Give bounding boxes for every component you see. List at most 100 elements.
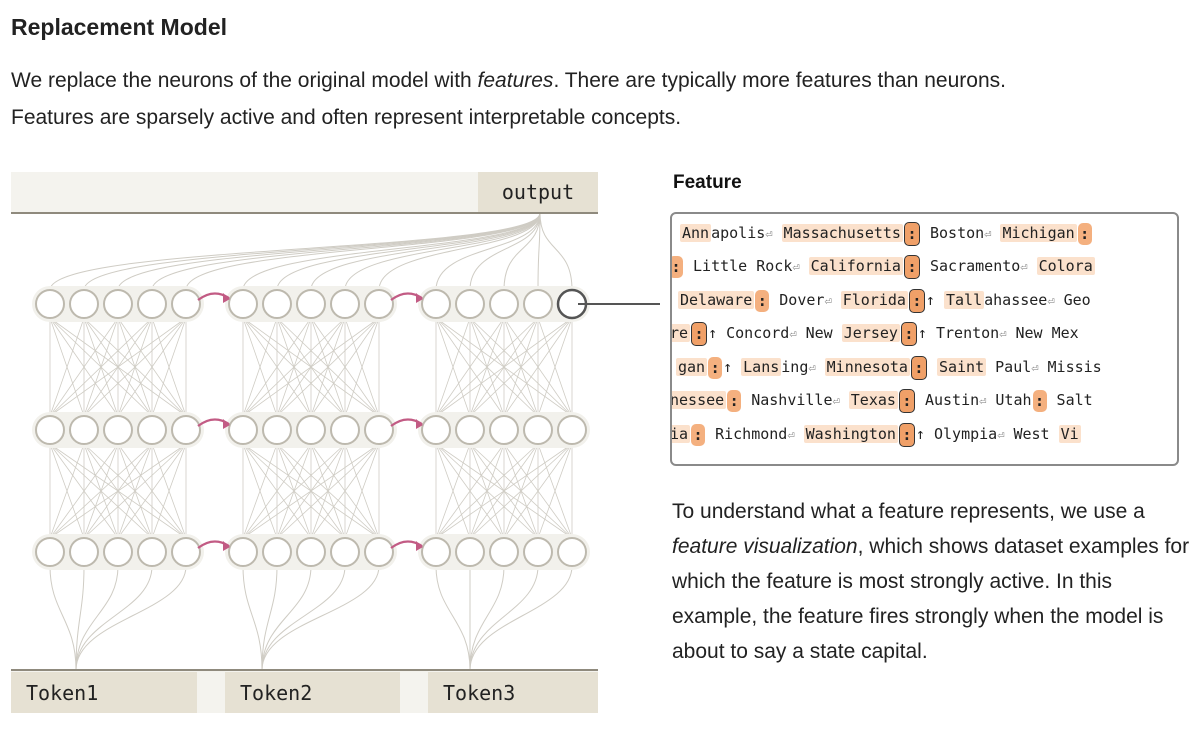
description-paragraph: To understand what a feature represents,… <box>672 494 1192 669</box>
layer-connection <box>276 317 380 417</box>
section-title: Replacement Model <box>11 14 227 40</box>
token-text: New Mex <box>1006 324 1079 342</box>
token-label-1: Token1 <box>26 681 98 705</box>
feature-node <box>523 537 553 567</box>
layer-connection <box>242 443 346 539</box>
layer-arrows <box>197 292 423 551</box>
token-connection <box>242 565 263 671</box>
activation-marker: : <box>898 422 915 447</box>
layer-connection <box>344 317 380 417</box>
feature-node <box>330 415 360 445</box>
return-icon: ⏎ <box>1031 361 1039 375</box>
token-text: Utah <box>986 391 1032 409</box>
highlighted-token: Vi <box>1058 425 1081 443</box>
feature-example-row: nessee: Nashville⏎ Texas: Austin⏎ Utah: … <box>670 384 1093 416</box>
output-connection <box>503 212 541 291</box>
feature-node <box>296 289 326 319</box>
token-box-1 <box>11 672 197 713</box>
highlighted-token: Ann <box>680 224 712 242</box>
feature-node <box>69 537 99 567</box>
token-connection <box>49 565 77 671</box>
layer-connection <box>242 317 312 417</box>
token-box-2 <box>225 672 400 713</box>
highlighted-token: nessee <box>670 391 727 409</box>
token-text: Sacramento <box>920 257 1021 275</box>
activation-marker: : <box>1032 389 1047 412</box>
feature-node <box>103 289 133 319</box>
token-text: Salt <box>1047 391 1093 409</box>
layer-connection <box>469 317 573 417</box>
return-icon: ⏎ <box>999 327 1007 341</box>
feature-node <box>330 537 360 567</box>
arrow-head <box>416 293 423 303</box>
output-label: output <box>502 180 574 204</box>
feature-node <box>228 415 258 445</box>
output-connection <box>469 212 541 291</box>
highlighted-token: Washington <box>803 425 898 443</box>
replacement-model-diagram: output Token1 Token2 Token3 <box>11 172 660 713</box>
layer-connection <box>83 443 187 539</box>
highlighted-token: Michigan <box>1000 224 1077 242</box>
feature-node <box>455 537 485 567</box>
token-connection <box>75 565 153 671</box>
activation-marker: : <box>672 255 683 278</box>
return-icon: ⏎ <box>792 260 800 274</box>
feature-node <box>523 415 553 445</box>
feature-node <box>364 289 394 319</box>
return-icon: ⏎ <box>789 327 797 341</box>
layer-connection <box>117 317 187 417</box>
layer-connection <box>49 443 187 539</box>
token-connection <box>261 565 312 671</box>
feature-node <box>69 289 99 319</box>
feature-node <box>171 415 201 445</box>
token-text <box>795 425 804 443</box>
token-text: West <box>1004 425 1059 443</box>
feature-node <box>489 289 519 319</box>
feature-example-row: re:↑ Concord⏎ New Jersey:↑ Trenton⏎ New … <box>672 317 1079 349</box>
return-icon: ⏎ <box>979 394 987 408</box>
token-text: Nashville <box>742 391 833 409</box>
layer-connection <box>49 317 187 417</box>
layer-connection <box>435 443 505 539</box>
token-text: New <box>796 324 842 342</box>
layer-connection <box>435 443 573 539</box>
feature-node <box>228 289 258 319</box>
return-icon: ⏎ <box>808 361 816 375</box>
highlighted-token: Florida <box>840 291 908 309</box>
activation-marker: : <box>910 355 927 380</box>
layer-connection <box>242 443 278 539</box>
token-connection <box>469 565 505 671</box>
layer-connection <box>435 317 573 417</box>
layer-connection <box>151 317 187 417</box>
layer-connection <box>242 317 346 417</box>
layer-connection <box>503 317 573 417</box>
intro-text-start: We replace the neurons of the original m… <box>11 69 478 92</box>
feature-node <box>35 289 65 319</box>
feature-node <box>421 537 451 567</box>
arrow-head <box>223 419 230 429</box>
activation-marker: : <box>900 321 917 346</box>
feature-node <box>364 537 394 567</box>
token-text <box>832 291 841 309</box>
return-icon: ⏎ <box>984 227 992 241</box>
feature-node <box>103 537 133 567</box>
token-text: ↑ Olympia <box>915 425 998 443</box>
token-connection <box>469 565 573 671</box>
output-label-box <box>478 172 598 212</box>
feature-example-row: : Little Rock⏎ California: Sacramento⏎ C… <box>672 250 1095 282</box>
token-text: ↑ <box>723 358 742 376</box>
layer-connection <box>469 443 573 539</box>
token-text <box>773 224 782 242</box>
return-icon: ⏎ <box>1047 294 1055 308</box>
feature-node <box>171 537 201 567</box>
feature-node <box>35 537 65 567</box>
return-icon: ⏎ <box>832 394 840 408</box>
token-connection <box>75 565 187 671</box>
intro-emphasis: features <box>477 69 554 92</box>
feature-node <box>489 415 519 445</box>
feature-node <box>262 415 292 445</box>
highlighted-token: gan <box>676 358 708 376</box>
